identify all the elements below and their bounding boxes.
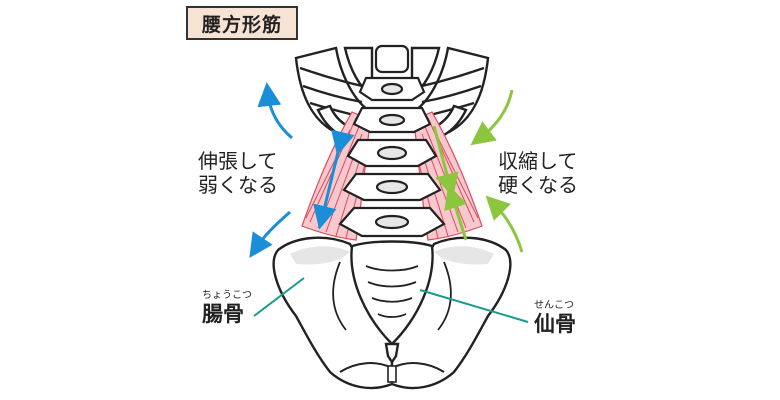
ilium-label: 腸骨 xyxy=(202,302,244,326)
muscle-length-arrow xyxy=(313,129,355,230)
curved-arrow-outward-icon xyxy=(249,210,291,258)
contract-arrows xyxy=(432,89,524,253)
coccyx xyxy=(384,342,400,365)
pointer-lines xyxy=(253,277,529,323)
curved-arrow-inward-icon xyxy=(485,195,524,253)
contract-label-line2: 硬くなる xyxy=(498,173,578,197)
stretch-label-line2: 弱くなる xyxy=(198,173,278,197)
ilium-pointer-line xyxy=(253,277,305,317)
sacrum-pointer-line xyxy=(419,289,529,323)
stretch-arrows xyxy=(249,82,355,258)
stretch-label-line1: 伸張して xyxy=(198,149,278,173)
pelvis xyxy=(272,236,512,390)
sacrum-reading: せんこつ xyxy=(534,300,574,311)
diagram-title: 腰方形筋 xyxy=(186,6,298,40)
muscle-shorten-arrow-top xyxy=(432,125,459,198)
ilium-reading: ちょうこつ xyxy=(202,290,252,301)
curved-arrow-outward-icon xyxy=(257,82,293,140)
contract-label-line1: 収縮して xyxy=(498,149,578,173)
muscle-shorten-arrow-bottom xyxy=(444,184,468,241)
curved-arrow-inward-icon xyxy=(470,89,514,146)
sacrum-label: 仙骨 xyxy=(534,312,576,336)
